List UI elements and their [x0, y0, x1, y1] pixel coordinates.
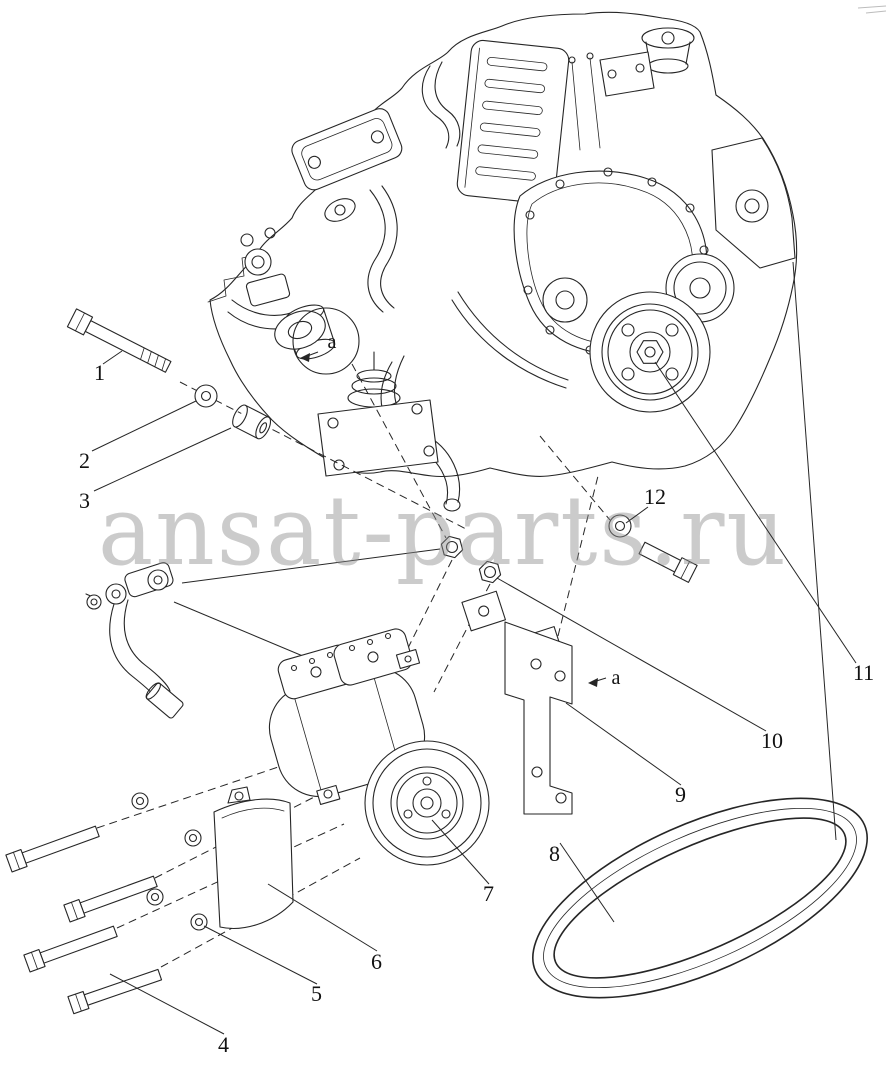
callout-5: 5 [311, 981, 322, 1006]
crank-pulley [589, 291, 711, 413]
valve-cover [291, 108, 403, 191]
callout-6: 6 [371, 949, 382, 974]
hose-assembly [85, 562, 184, 719]
view-label-a-bracket: a [588, 667, 621, 689]
bracket-part-9 [461, 590, 573, 815]
callout-4: 4 [218, 1032, 229, 1057]
cover-part-6 [213, 786, 294, 929]
callout-12: 12 [644, 484, 666, 509]
washer-part-12 [608, 514, 632, 538]
leader-lines [91, 350, 857, 1035]
washer-part-2 [194, 384, 218, 408]
spacer-part-3 [232, 404, 272, 440]
washers-part-5 [131, 792, 208, 931]
engine-assembly [207, 11, 798, 512]
callout-3: 3 [79, 488, 90, 513]
belt-part-8 [532, 797, 868, 999]
view-label-a-circle: a [328, 331, 337, 353]
bolt-part-12 [638, 541, 698, 583]
bolt-part-1 [66, 308, 172, 373]
callout-11: 11 [853, 660, 874, 685]
view-callout-a-circle [292, 307, 360, 375]
svg-text:a: a [612, 667, 621, 689]
callout-7: 7 [483, 881, 494, 906]
callout-1: 1 [94, 360, 105, 385]
watermark: ansat-parts.ru [98, 475, 788, 587]
compressor-part-7 [268, 628, 490, 866]
heat-shield [456, 39, 570, 205]
nuts-part-10 [440, 535, 502, 584]
callout-10: 10 [761, 728, 783, 753]
callout-labels: 1 2 3 4 5 6 7 8 9 10 11 12 [79, 360, 874, 1057]
callout-2: 2 [79, 448, 90, 473]
corner-fine-print [857, 5, 887, 14]
callout-8: 8 [549, 841, 560, 866]
callout-9: 9 [675, 782, 686, 807]
mount-bolts-part-4 [5, 825, 163, 1015]
